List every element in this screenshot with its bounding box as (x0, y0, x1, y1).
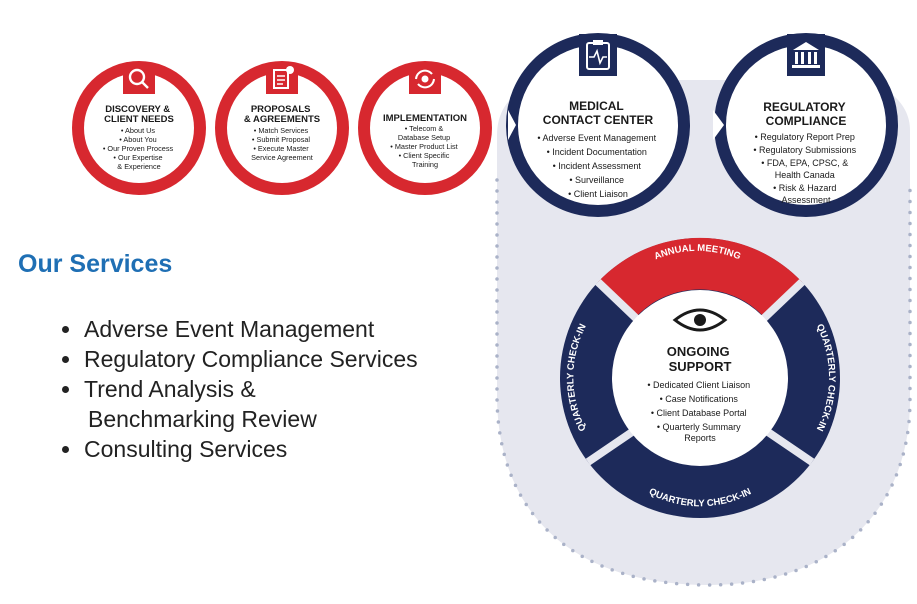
svg-text:• Regulatory Report Prep: • Regulatory Report Prep • Regulatory Su… (753, 132, 858, 205)
our-services-title: Our Services (18, 250, 173, 278)
step-item: • Execute Master (253, 144, 309, 153)
step-item: • Client Liaison (568, 189, 628, 199)
eye-icon (672, 308, 728, 332)
service-item-label: Regulatory Compliance Services (84, 346, 418, 372)
step-title-line: REGULATORY (763, 100, 845, 114)
step-implementation: IMPLEMENTATION • Telecom & Database Setu… (350, 61, 492, 195)
service-item-label: Consulting Services (84, 436, 288, 462)
step-title-line: IMPLEMENTATION (383, 113, 467, 124)
support-title-line: SUPPORT (669, 359, 732, 374)
step-medical-contact-center: MEDICAL CONTACT CENTER • Adverse Event M… (506, 33, 690, 217)
step-proposals: PROPOSALS & AGREEMENTS • Match Services … (207, 61, 349, 195)
step-item: Service Agreement (251, 153, 313, 162)
step-title-line: CLIENT NEEDS (104, 114, 174, 125)
svg-text:• Dedicated Client Liaison: • Dedicated Client Liaison • Case Notifi… (647, 380, 752, 443)
step-item: • Surveillance (569, 175, 624, 185)
service-item: Trend Analysis & Benchmarking Review (62, 374, 418, 434)
step-item: • Regulatory Report Prep (755, 132, 855, 142)
svg-text:MEDICAL CONTACT CENTER: MEDICAL CONTACT CENTER (543, 99, 654, 127)
step-item: • Incident Assessment (553, 161, 642, 171)
support-item: • Case Notifications (660, 394, 739, 404)
step-item: • Client Specific (399, 151, 450, 160)
step-item: • Incident Documentation (547, 147, 647, 157)
step-title-line: PROPOSALS (251, 104, 311, 115)
step-item: • FDA, EPA, CPSC, & (761, 158, 848, 168)
service-item-continuation: Benchmarking Review (88, 406, 317, 432)
clipboard-pulse-icon (586, 40, 610, 70)
step-item: Assessment (781, 195, 831, 205)
support-item: Reports (684, 433, 716, 443)
svg-text:PROPOSALS & AGREEMENTS: PROPOSALS & AGREEMENTS (244, 104, 320, 125)
step-item: • Our Proven Process (103, 144, 174, 153)
support-item: • Dedicated Client Liaison (647, 380, 750, 390)
step-item: • Master Product List (390, 142, 457, 151)
step-item: • Risk & Hazard (773, 183, 836, 193)
step-item: • Submit Proposal (252, 135, 310, 144)
support-item: • Quarterly Summary (657, 422, 741, 432)
step-item: Health Canada (775, 170, 835, 180)
service-item-label: Adverse Event Management (84, 316, 375, 342)
ongoing-support-cycle: ANNUAL MEETING QUARTERLY CHECK-IN QUARTE… (560, 237, 840, 518)
step-regulatory-compliance: REGULATORY COMPLIANCE • Regulatory Repor… (713, 33, 898, 217)
step-item: Training (412, 160, 438, 169)
step-item: • About Us (121, 126, 156, 135)
service-item: Regulatory Compliance Services (62, 344, 418, 374)
step-item: & Experience (117, 162, 160, 171)
support-title-line: ONGOING (667, 344, 730, 359)
service-item: Consulting Services (62, 434, 418, 464)
step-item: Database Setup (398, 133, 450, 142)
step-discovery: DISCOVERY & CLIENT NEEDS • About Us • Ab… (72, 61, 206, 195)
svg-text:REGULATORY COMPLIANCE: REGULATORY COMPLIANCE (763, 100, 849, 128)
svg-text:• Match Services • Submi: • Match Services • Submit Proposal • Exe… (251, 126, 313, 162)
svg-text:DISCOVERY & CLIENT NEEDS: DISCOVERY & CLIENT NEEDS (104, 104, 174, 125)
courthouse-icon (792, 42, 820, 68)
step-item: • Match Services (254, 126, 309, 135)
gear-cycle-icon (415, 69, 435, 89)
magnifier-icon (128, 68, 149, 89)
document-check-icon (273, 66, 294, 89)
step-item: • Telecom & (405, 124, 444, 133)
step-title-line: COMPLIANCE (766, 114, 847, 128)
step-title-line: CONTACT CENTER (543, 113, 654, 127)
step-item: • Adverse Event Management (537, 133, 656, 143)
dotted-border (495, 178, 912, 587)
step-title-line: MEDICAL (569, 99, 623, 113)
svg-text:• About Us • About You: • About Us • About You • Our Proven Proc… (103, 126, 175, 171)
step-item: • Our Expertise (113, 153, 162, 162)
step-title-line: & AGREEMENTS (244, 114, 320, 125)
svg-text:• Adverse Event Management: • Adverse Event Management • Incident Do… (537, 133, 658, 199)
step-item: • About You (119, 135, 156, 144)
svg-text:• Telecom & Database Set: • Telecom & Database Setup • Master Prod… (390, 124, 459, 169)
step-item: • Regulatory Submissions (753, 145, 856, 155)
services-list: Adverse Event Management Regulatory Comp… (62, 314, 418, 464)
svg-text:ONGOING SUPPORT: ONGOING SUPPORT (667, 344, 733, 374)
step-title-line: DISCOVERY & (105, 104, 170, 115)
service-item-label: Trend Analysis & (84, 376, 256, 402)
svg-text:IMPLEMENTATION: IMPLEMENTATION (383, 113, 467, 124)
service-item: Adverse Event Management (62, 314, 418, 344)
support-item: • Client Database Portal (651, 408, 747, 418)
